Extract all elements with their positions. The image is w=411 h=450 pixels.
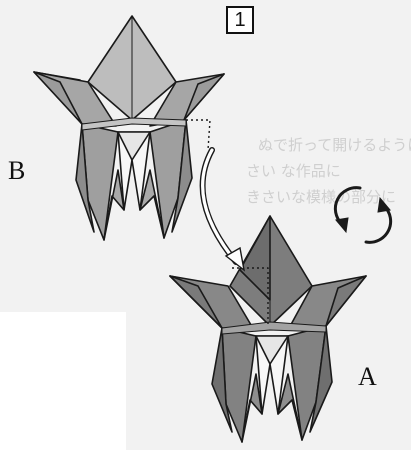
rotate-icon [335,188,390,243]
origami-model-a [170,216,366,442]
curved-arrow-icon [203,150,244,270]
origami-model-b [34,16,224,240]
